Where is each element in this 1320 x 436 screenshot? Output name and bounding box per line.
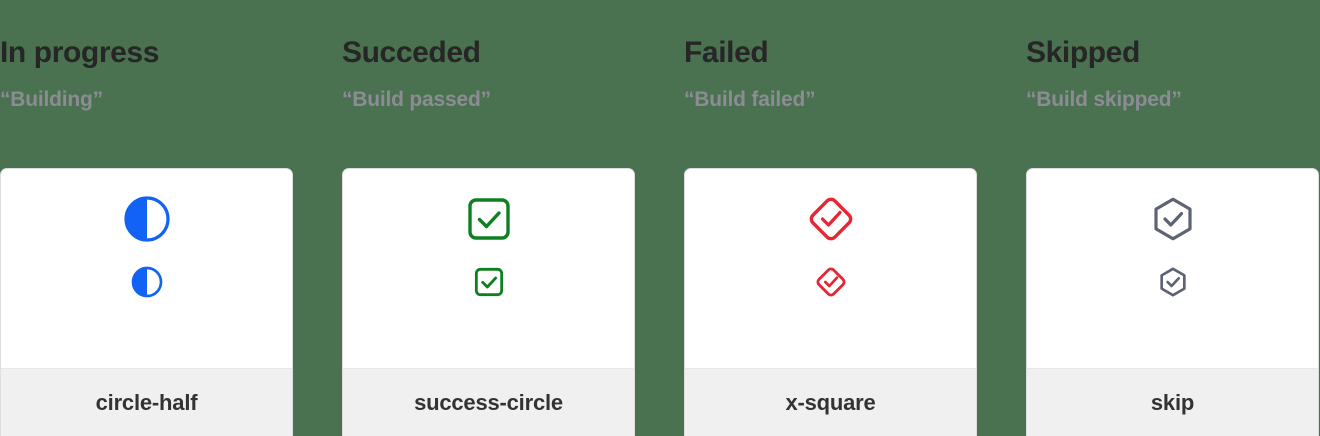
icon-card-footer: x-square bbox=[685, 368, 976, 436]
icon-card-circle-half[interactable]: circle-half bbox=[0, 168, 293, 436]
column-heading: In progress bbox=[0, 36, 159, 69]
x-square-icon-small bbox=[815, 266, 847, 298]
icon-card-label: circle-half bbox=[95, 389, 198, 415]
icon-card-footer: circle-half bbox=[1, 368, 292, 436]
icon-card-skip[interactable]: skip bbox=[1026, 168, 1319, 436]
x-square-icon bbox=[807, 195, 855, 243]
icon-card-label: skip bbox=[1150, 389, 1195, 415]
status-column-succeded: Succeded “Build passed” bbox=[342, 0, 635, 436]
status-column-in-progress: In progress “Building” bbox=[0, 0, 293, 436]
icon-card-x-square[interactable]: x-square bbox=[684, 168, 977, 436]
status-column-failed: Failed “Build failed” bbox=[684, 0, 977, 436]
icon-card-success-circle[interactable]: success-circle bbox=[342, 168, 635, 436]
status-column-skipped: Skipped “Build skipped” bbox=[1026, 0, 1319, 436]
column-subheading: “Building” bbox=[0, 88, 103, 111]
icon-card-body bbox=[343, 169, 634, 368]
column-heading: Failed bbox=[684, 36, 769, 69]
skip-icon bbox=[1149, 195, 1197, 243]
skip-icon-small bbox=[1157, 266, 1189, 298]
column-subheading: “Build passed” bbox=[342, 88, 491, 111]
column-subheading: “Build failed” bbox=[684, 88, 816, 111]
circle-half-icon-small bbox=[131, 266, 163, 298]
column-heading: Succeded bbox=[342, 36, 481, 69]
circle-half-icon bbox=[123, 195, 171, 243]
icon-card-body bbox=[1027, 169, 1318, 368]
icon-card-body bbox=[1, 169, 292, 368]
success-circle-icon-small bbox=[473, 266, 505, 298]
icon-card-body bbox=[685, 169, 976, 368]
icon-card-label: success-circle bbox=[414, 389, 563, 415]
icon-card-label: x-square bbox=[785, 389, 876, 415]
icon-card-footer: success-circle bbox=[343, 368, 634, 436]
success-circle-icon bbox=[465, 195, 513, 243]
column-heading: Skipped bbox=[1026, 36, 1140, 69]
column-subheading: “Build skipped” bbox=[1026, 88, 1182, 111]
icon-card-footer: skip bbox=[1027, 368, 1318, 436]
